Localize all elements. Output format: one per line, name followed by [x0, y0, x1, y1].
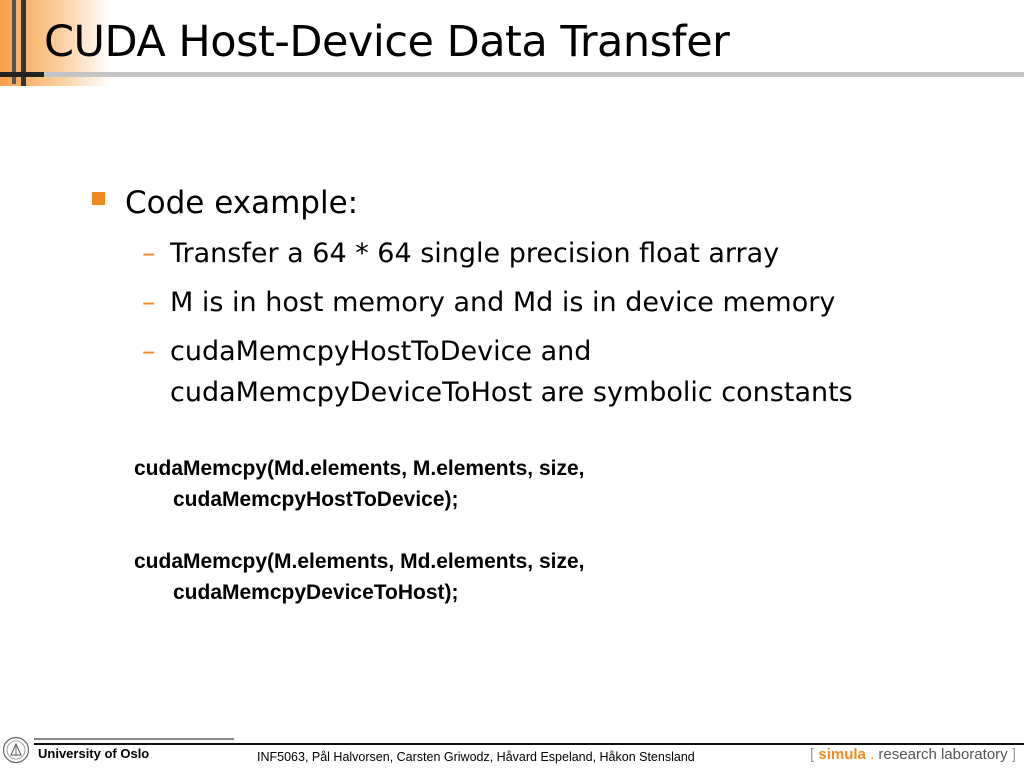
sub-bullet-text: cudaMemcpyHostToDevice and — [170, 336, 592, 367]
footer-credits: INF5063, Pål Halvorsen, Carsten Griwodz,… — [257, 750, 695, 764]
bracket-open: [ — [810, 746, 815, 763]
bullet-code-example: Code example: — [125, 185, 359, 221]
sub-bullet-text: Transfer a 64 * 64 single precision floa… — [170, 238, 780, 269]
footer-rule — [34, 743, 1024, 745]
title-horizontal-bar — [0, 72, 44, 77]
code-line: cudaMemcpy(M.elements, Md.elements, size… — [134, 550, 585, 573]
code-line: cudaMemcpyHostToDevice); — [173, 488, 459, 511]
square-bullet-icon — [92, 192, 105, 205]
title-vertical-bar-right — [21, 0, 26, 86]
sub-bullet-text: M is in host memory and Md is in device … — [170, 287, 836, 318]
bracket-close: ] — [1011, 746, 1016, 763]
simula-tagline: research laboratory — [878, 746, 1008, 763]
code-line: cudaMemcpyDeviceToHost); — [173, 581, 459, 604]
footer-rule-accent — [34, 738, 234, 740]
title-vertical-bar-left — [12, 0, 16, 84]
simula-brand: simula — [818, 746, 866, 763]
code-block-host-to-device: cudaMemcpy(Md.elements, M.elements, size… — [134, 453, 584, 515]
slide-title: CUDA Host-Device Data Transfer — [44, 17, 730, 67]
title-accent — [0, 0, 110, 86]
simula-dot: . — [870, 746, 875, 763]
code-block-device-to-host: cudaMemcpy(M.elements, Md.elements, size… — [134, 546, 584, 608]
dash-bullet-icon: – — [142, 238, 156, 269]
dash-bullet-icon: – — [142, 287, 156, 318]
university-seal-icon — [2, 736, 30, 764]
university-name: University of Oslo — [38, 746, 150, 761]
title-rule — [44, 72, 1024, 77]
code-line: cudaMemcpy(Md.elements, M.elements, size… — [134, 457, 585, 480]
sub-bullet-text: cudaMemcpyDeviceToHost are symbolic cons… — [170, 377, 853, 408]
dash-bullet-icon: – — [142, 336, 156, 367]
simula-logo-text: [ simula . research laboratory ] — [810, 746, 1016, 764]
